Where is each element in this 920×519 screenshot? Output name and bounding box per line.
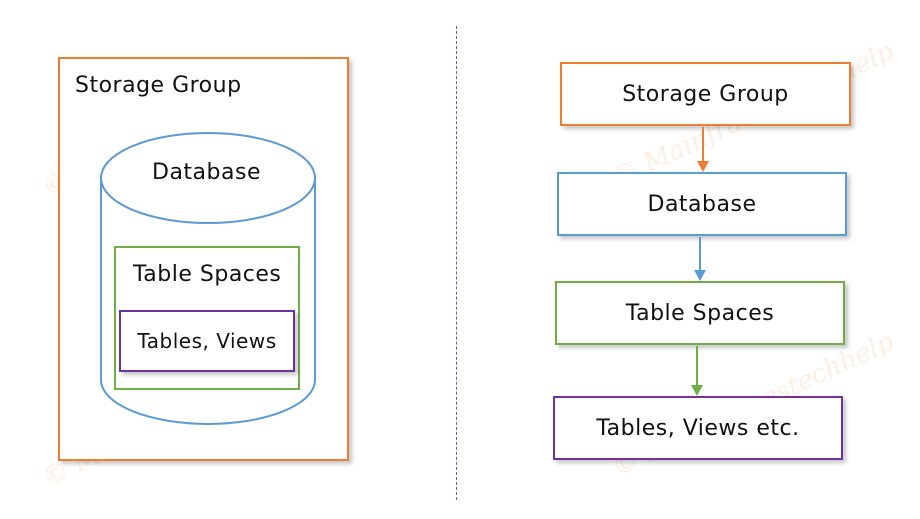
flow-database-label: Database (647, 191, 757, 217)
arrow-storage-to-database (697, 127, 709, 172)
flow-table-spaces-box: Table Spaces (555, 281, 845, 345)
divider-line (456, 26, 457, 500)
arrow-database-to-table-spaces (694, 237, 706, 281)
database-label: Database (152, 160, 261, 185)
flow-table-spaces-label: Table Spaces (625, 300, 775, 326)
arrow-table-spaces-to-tables (691, 346, 703, 396)
tables-views-label: Tables, Views (137, 329, 277, 353)
flow-storage-group-box: Storage Group (560, 62, 851, 126)
table-spaces-label: Table Spaces (133, 262, 282, 287)
tables-views-container: Tables, Views (119, 310, 295, 372)
flow-database-box: Database (557, 172, 847, 236)
storage-group-label: Storage Group (75, 73, 242, 98)
flow-tables-views-label: Tables, Views etc. (596, 415, 800, 441)
flow-storage-group-label: Storage Group (622, 81, 789, 107)
flow-tables-views-box: Tables, Views etc. (553, 396, 843, 460)
